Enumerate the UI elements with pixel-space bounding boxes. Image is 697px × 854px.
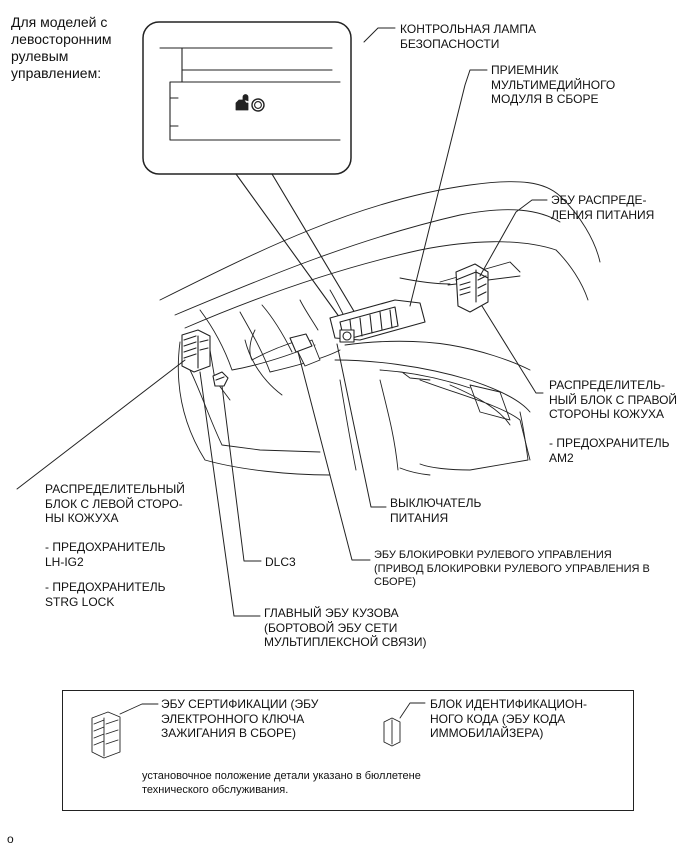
left-fuse-strg-lock-label: - ПРЕДОХРАНИТЕЛЬ STRG LOCK [45,580,166,609]
multimedia-receiver-label: ПРИЕМНИК МУЛЬТИМЕДИЙНОГО МОДУЛЯ В СБОРЕ [491,63,616,106]
power-switch-label: ВЫКЛЮЧАТЕЛЬ ПИТАНИЯ [390,496,482,525]
dlc3-connector [212,371,229,387]
certification-ecu-icon [91,703,159,759]
security-lamp-inset [142,21,359,319]
legend-note: установочное положение детали указано в … [142,770,421,796]
certification-ecu-label: ЭБУ СЕРТИФИКАЦИИ (ЭБУ ЭЛЕКТРОННОГО КЛЮЧА… [161,697,319,740]
dashboard-outline [159,181,601,476]
power-distribution-ecu-label: ЭБУ РАСПРЕДЕ- ЛЕНИЯ ПИТАНИЯ [551,193,655,222]
security-lamp-label: КОНТРОЛЬНАЯ ЛАМПА БЕЗОПАСНОСТИ [400,22,537,51]
left-fuse-lh-ig2-label: - ПРЕДОХРАНИТЕЛЬ LH-IG2 [45,540,166,569]
leader-lines [16,27,548,617]
multimedia-receiver-unit [329,299,426,343]
lhd-models-caption: Для моделей с левосторонним рулевым упра… [11,14,112,81]
main-body-ecu-label: ГЛАВНЫЙ ЭБУ КУЗОВА (БОРТОВОЙ ЭБУ СЕТИ МУ… [264,606,427,649]
left-junction-block-unit [181,329,211,373]
steering-lock-ecu-unit [289,333,313,353]
legend-box: ЭБУ СЕРТИФИКАЦИИ (ЭБУ ЭЛЕКТРОННОГО КЛЮЧА… [62,690,634,811]
transponder-block-icon [383,702,426,747]
dlc3-label: DLC3 [265,555,296,569]
transponder-block-label: БЛОК ИДЕНТИФИКАЦИОН- НОГО КОДА (ЭБУ КОДА… [430,697,588,740]
left-junction-block-label: РАСПРЕДЕЛИТЕЛЬНЫЙ БЛОК С ЛЕВОЙ СТОРО- НЫ… [45,482,185,525]
steering-lock-ecu-label: ЭБУ БЛОКИРОВКИ РУЛЕВОГО УПРАВЛЕНИЯ (ПРИВ… [374,549,650,588]
car-lock-icon [235,94,249,111]
right-junction-block-label: РАСПРЕДЕЛИТЕЛЬ- НЫЙ БЛОК С ПРАВОЙ СТОРОН… [549,378,678,421]
footer-mark: o [7,832,14,846]
right-fuse-label: - ПРЕДОХРАНИТЕЛЬ AM2 [549,436,670,465]
